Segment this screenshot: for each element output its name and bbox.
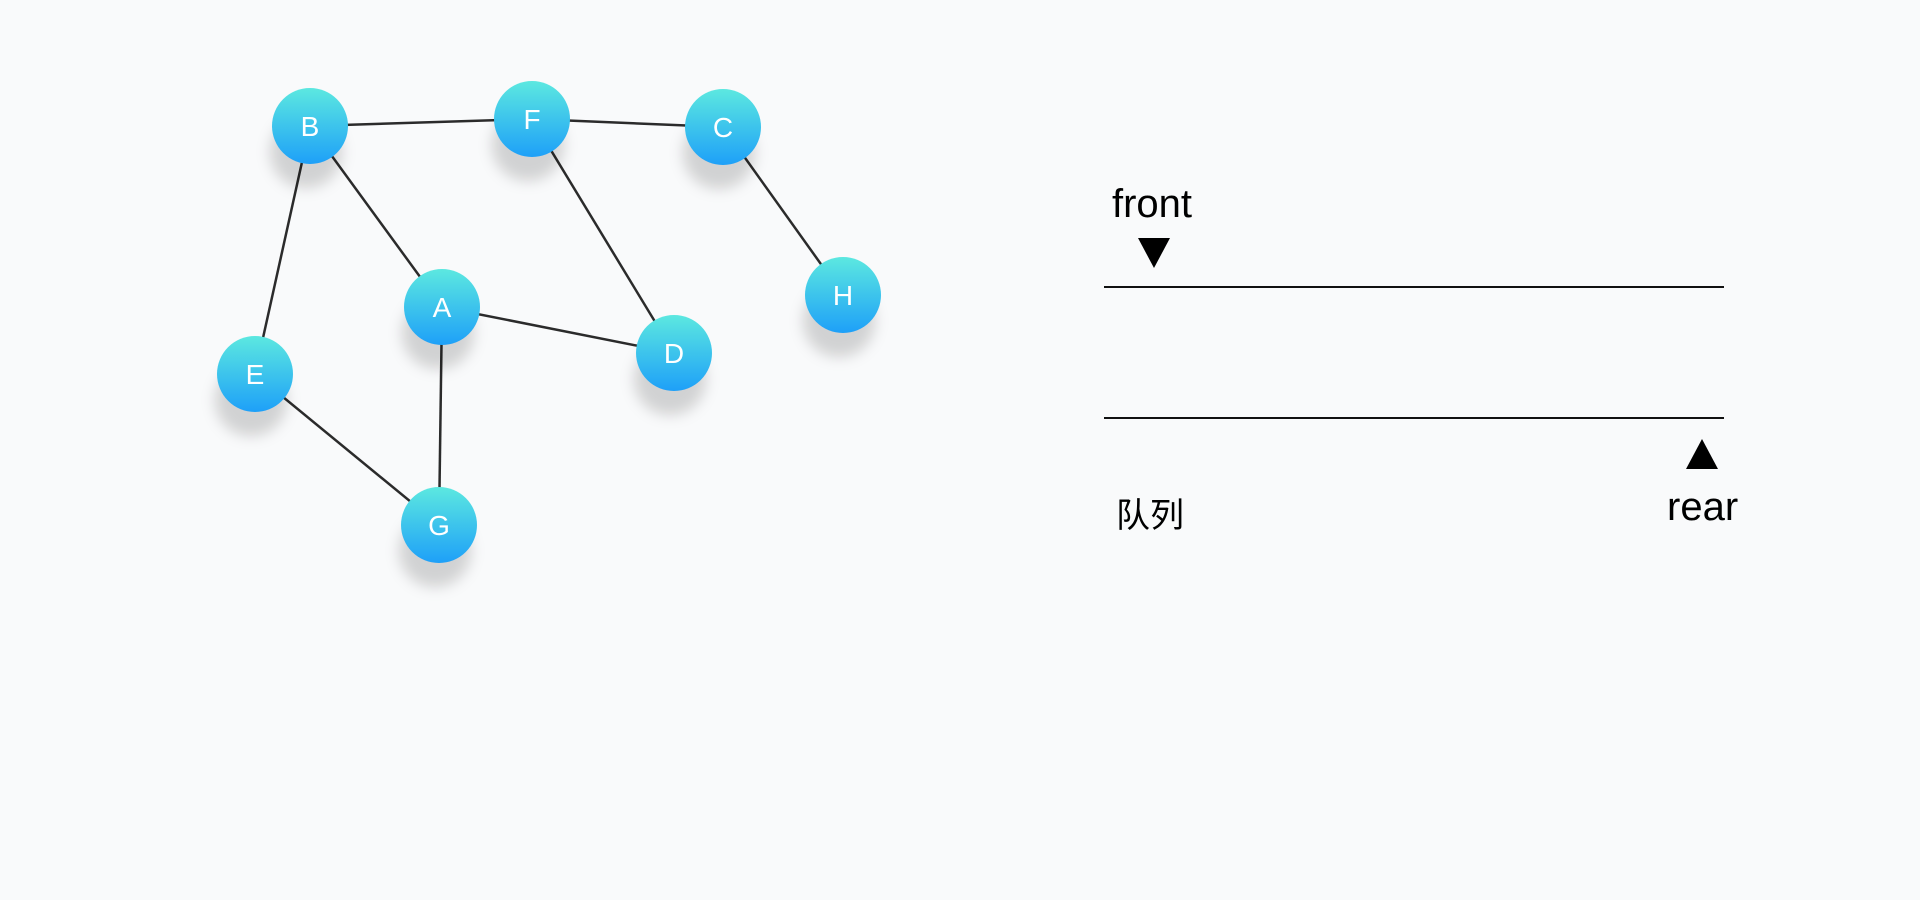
edge-A-D <box>441 305 675 355</box>
front-label: front <box>1112 182 1193 226</box>
node-circle-C <box>685 89 761 165</box>
graph-node-shadows <box>215 109 875 587</box>
node-label-G: G <box>428 510 450 541</box>
front-pointer-arrow-icon <box>1138 238 1170 268</box>
node-label-H: H <box>833 280 853 311</box>
rear-label: rear <box>1667 485 1739 529</box>
graph-edges <box>253 117 845 526</box>
node-F: F <box>494 81 570 157</box>
node-D: D <box>636 315 712 391</box>
node-G: G <box>401 487 477 563</box>
node-A: A <box>404 269 480 345</box>
node-E: E <box>217 336 293 412</box>
node-H: H <box>805 257 881 333</box>
node-circle-A <box>404 269 480 345</box>
node-label-E: E <box>246 359 265 390</box>
rear-pointer-arrow-icon <box>1686 439 1718 469</box>
node-circle-F <box>494 81 570 157</box>
queue-bottom-border <box>1104 417 1724 419</box>
node-circle-H <box>805 257 881 333</box>
queue-caption: 队列 <box>1116 496 1184 536</box>
graph-nodes: A B C D E F G H <box>217 81 881 563</box>
node-circle-D <box>636 315 712 391</box>
node-B: B <box>272 88 348 164</box>
node-label-A: A <box>433 292 452 323</box>
node-label-B: B <box>301 111 320 142</box>
node-circle-G <box>401 487 477 563</box>
node-circle-B <box>272 88 348 164</box>
node-label-C: C <box>713 112 733 143</box>
node-circle-E <box>217 336 293 412</box>
node-label-D: D <box>664 338 684 369</box>
node-label-F: F <box>523 104 540 135</box>
queue-top-border <box>1104 286 1724 288</box>
node-C: C <box>685 89 761 165</box>
